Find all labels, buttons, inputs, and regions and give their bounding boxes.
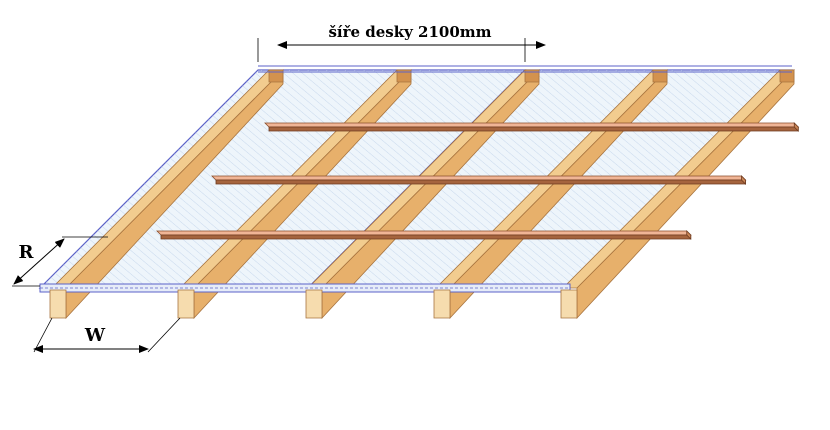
batten-end-1 [686, 230, 692, 240]
sheet-width-label: šíře desky 2100mm [328, 23, 491, 41]
batten-spacing-label: R [19, 242, 35, 263]
rafter-end-2 [177, 289, 195, 319]
rafter-end-5 [560, 289, 578, 319]
sheet-front-edge [39, 65, 792, 293]
batten-side-3 [268, 126, 799, 132]
dimension-rafter-spacing: W [33, 317, 181, 353]
rafter-back-4 [652, 69, 668, 83]
rafter-back-2 [396, 69, 412, 83]
dimension-sheet-width: šíře desky 2100mm [257, 23, 546, 62]
rafter-back-3 [524, 69, 540, 83]
dimension-batten-spacing: R [12, 236, 108, 287]
rafter-back-1 [268, 69, 284, 83]
rafter-ends [49, 289, 578, 319]
batten-end-2 [741, 175, 746, 185]
rafter-spacing-label: W [84, 325, 106, 346]
batten-top-3 [264, 122, 800, 128]
battens [156, 122, 800, 240]
batten-top-2 [211, 175, 747, 181]
rafter-end-1 [49, 289, 67, 319]
batten-top-1 [156, 230, 692, 236]
rafter-end-3 [305, 289, 323, 319]
rafter-back-5 [779, 69, 795, 83]
batten-side-1 [160, 234, 692, 240]
batten-side-2 [215, 179, 746, 185]
rafter-end-4 [433, 289, 451, 319]
dimension-line-r [13, 238, 65, 285]
batten-end-3 [793, 122, 799, 132]
